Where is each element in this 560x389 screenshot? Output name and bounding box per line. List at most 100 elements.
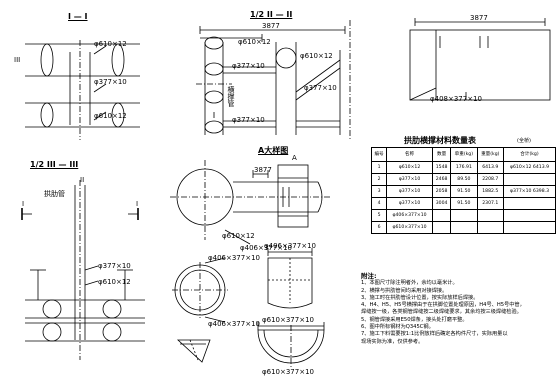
dim-label: φ377×10 [232,62,265,70]
mark-i-left: I [22,200,25,208]
plate-detail [267,248,313,309]
table-header: 编号 [370,147,388,162]
table-cell: 4 [370,197,388,210]
view-title-1: I — I [68,12,88,21]
section-marks [21,208,139,220]
dim-label: φ610×12 [222,232,255,240]
notes: 附注: 1、本图尺寸除注明者外，余均以毫米计。 2、横撑与拱肋管间均采用对接焊接… [361,272,556,346]
table-row: 1 φ610×12 1548 176.91 6413.9 φ610×12 641… [370,161,557,174]
table-cell: φ377×10 [386,197,433,210]
dim-label: φ610×377×10 [262,316,314,324]
dim-label: φ408×377×10 [430,95,482,103]
table-cell [502,173,557,186]
detail-a [170,160,330,245]
table-cell: 6413.9 [476,161,504,174]
table-cell [431,221,452,234]
view-3-3 [25,180,145,360]
table-header: 重量(kg) [476,147,504,162]
table-header: 数量 [431,147,452,162]
dim-label: φ610×377×10 [262,368,314,376]
mark-ii: II [80,176,85,184]
table-row: 2 φ377×10 2468 89.50 2208.7 [370,173,557,186]
table-cell: 3 [370,185,388,198]
note-line: 6、图中所标钢材为Q345C钢。 [361,324,434,331]
note-line: 3、施工时在拱肋管设计位置，按实际放样后焊接。 [361,294,479,301]
note-line: 现场实际为准，仅供参考。 [361,338,424,345]
dim-label: φ610×12 [94,112,127,120]
table-cell: 91.50 [450,185,478,198]
mark-a: A [292,154,297,162]
table-cell: 2208.7 [476,173,504,186]
dim-top: 3877 [254,166,272,174]
table-cell: 2058 [431,185,452,198]
table-row: 3 φ377×10 2058 91.50 1882.5 φ377×10 6398… [370,185,557,198]
dim-label: φ610×12 [300,52,333,60]
dim-label: φ406×377×10 [208,254,260,262]
table-header-row: 编号 名称 数量 单重(kg) 重量(kg) 合计(kg) [370,147,557,162]
view-1-1 [25,40,140,140]
table-cell: 1 [370,161,388,174]
view-title-2: 1/2 II — II [250,10,293,19]
table-row: 5 φ406×377×10 [370,209,557,222]
dim-top: 3877 [470,14,488,22]
dim-label: φ406×377×10 [240,244,292,252]
table-cell: 2307.1 [476,197,504,210]
view-top-right [409,18,551,101]
table-cell [431,209,452,222]
table-header: 名称 [386,147,433,162]
table-cell: 91.50 [450,197,478,210]
material-table: 编号 名称 数量 单重(kg) 重量(kg) 合计(kg) 1 φ610×12 … [370,147,557,234]
dim-label: φ377×10 [98,262,131,270]
view-2-2 [196,20,351,140]
table-cell: 6 [370,221,388,234]
mark-i-right: I [136,200,139,208]
note-line: 4、H4、H5、H5号横撑由于在拱脚位置处理原因，H4号、H5号中管， [361,302,525,309]
wedge-detail [176,339,211,363]
table-cell: φ406×377×10 [386,209,433,222]
note-line: 焊缝按一级，各类钢管焊缝按二级焊缝要求，其余均按三级焊缝检验。 [361,309,522,316]
table-cell: 3004 [431,197,452,210]
table-cell [502,209,557,222]
table-title: 拱肋横撑材料数量表 [404,136,476,145]
table-row: 4 φ377×10 3004 91.50 2307.1 [370,197,557,210]
half-ring-detail [257,322,325,367]
table-cell: φ377×10 [386,173,433,186]
table-cell: 2 [370,173,388,186]
table-cell: φ610×377×10 [386,221,433,234]
dim-label: φ377×10 [94,78,127,86]
note-line: 2、横撑与拱肋管间均采用对接焊接。 [361,287,448,294]
table-row: 6 φ610×377×10 [370,221,557,234]
dim-label: φ610×12 [94,40,127,48]
table-cell: φ377×10 [386,185,433,198]
dim-label: φ610×12 [98,278,131,286]
table-header: 单重(kg) [450,147,478,162]
table-cell: 176.91 [450,161,478,174]
dim-label: φ406×377×10 [264,242,316,250]
mark-iii: III [14,56,21,64]
pipe-note: 拱肋管 [44,190,65,198]
dim-top: 3877 [262,22,280,30]
table-cell [450,221,478,234]
table-cell [476,209,504,222]
table-cell [450,209,478,222]
side-note: 横撑管 [227,86,235,107]
table-cell: 1882.5 [476,185,504,198]
table-cell: 89.50 [450,173,478,186]
note-line: 1、本图尺寸除注明者外，余均以毫米计。 [361,280,458,287]
notes-heading: 附注: [361,272,377,280]
dim-label: φ377×10 [304,84,337,92]
table-unit: (全桥) [517,138,531,144]
view-title-3: 1/2 III — III [30,160,79,169]
table-cell: 5 [370,209,388,222]
note-line: 5、钢管焊接采用E50焊条，接头处打磨平整。 [361,316,468,323]
dim-label: φ377×10 [232,116,265,124]
note-line: 7、施工下料需要按1:1比例放样后确定各构件尺寸，实际用量以 [361,331,508,338]
table-cell: φ377×10 6398.3 [502,185,557,198]
dim-label: φ406×377×10 [208,320,260,328]
table-cell: φ610×12 6413.9 [502,161,557,174]
table-cell: 1548 [431,161,452,174]
dim-label: φ610×12 [238,38,271,46]
table-cell [502,221,557,234]
table-cell [502,197,557,210]
